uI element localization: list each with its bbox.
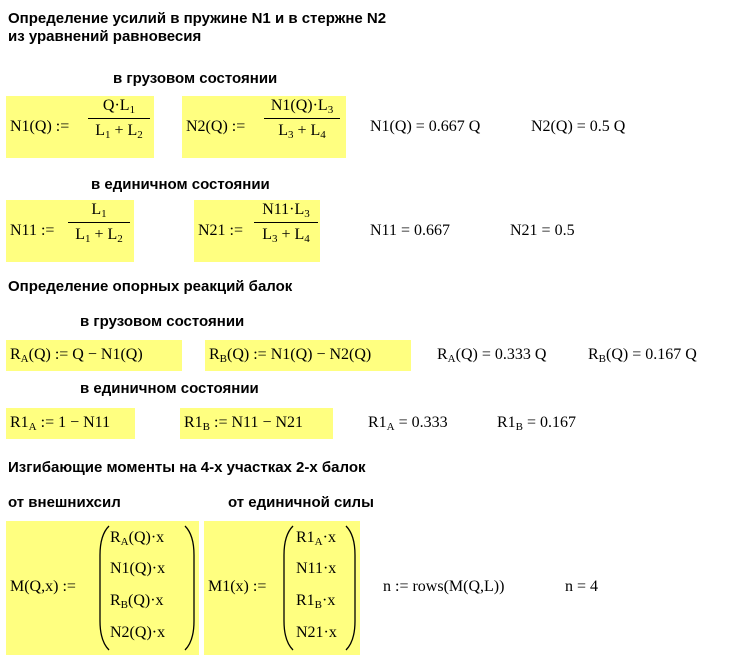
heading-unit-state-1: в единичном состоянии [91, 176, 270, 193]
n21-lhs: N21 := [198, 222, 244, 239]
m1-entry-3: R1B·x [296, 592, 336, 611]
n2-denominator: L3 + L4 [278, 122, 326, 141]
formula-r1a-def[interactable]: R1A := 1 − N11 [6, 408, 135, 439]
n11-denominator: L1 + L2 [75, 226, 123, 245]
r1b-def-text: R1B := N11 − N21 [184, 414, 304, 433]
n2-numerator: N1(Q)·L3 [270, 97, 334, 116]
formula-ra-def[interactable]: RA(Q) := Q − N1(Q) [6, 340, 182, 371]
m-entry-2: N1(Q)·x [110, 560, 166, 577]
n1-fraction: Q·L1 L1 + L2 [88, 96, 150, 141]
formula-n1-def[interactable]: N1(Q) := Q·L1 L1 + L2 [6, 96, 154, 158]
m1-entry-1: R1A·x [296, 529, 336, 548]
m-entry-3: RB(Q)·x [110, 592, 164, 611]
ra-def-text: RA(Q) := Q − N1(Q) [10, 346, 143, 365]
m-left-paren [99, 525, 110, 651]
n21-denominator: L3 + L4 [262, 226, 310, 245]
n21-numerator: N11·L3 [262, 201, 310, 220]
heading-load-state-1: в грузовом состоянии [113, 70, 278, 87]
formula-n2-def[interactable]: N2(Q) := N1(Q)·L3 L3 + L4 [182, 96, 346, 158]
formula-n11-def[interactable]: N11 := L1 L1 + L2 [6, 200, 134, 262]
m1-right-paren [345, 525, 356, 651]
formula-r1b-def[interactable]: R1B := N11 − N21 [180, 408, 333, 439]
n1-lhs: N1(Q) := [10, 118, 70, 135]
n2-result: N2(Q) = 0.5 Q [531, 118, 626, 135]
m1-entry-2: N11·x [296, 560, 337, 577]
heading-unit-force: от единичной силы [228, 494, 374, 511]
n-result: n = 4 [565, 578, 599, 595]
heading-forces-title: Определение усилий в пружине N1 и в стер… [8, 10, 387, 27]
heading-load-state-2: в грузовом состоянии [80, 313, 245, 330]
formula-m-def[interactable]: M(Q,x) := RA(Q)·x N1(Q)·x RB(Q)·x N2(Q)·… [6, 521, 199, 655]
m1-entry-4: N21·x [296, 624, 337, 641]
m-right-paren [184, 525, 195, 651]
n-rows-def[interactable]: n := rows(M(Q,L)) [383, 578, 505, 595]
n11-numerator: L1 [91, 201, 107, 220]
m-entry-1: RA(Q)·x [110, 529, 165, 548]
ra-result: RA(Q) = 0.333 Q [437, 346, 547, 365]
heading-external-forces: от внешнихсил [8, 494, 121, 511]
n2-fraction: N1(Q)·L3 L3 + L4 [264, 96, 340, 141]
n11-lhs: N11 := [10, 222, 55, 239]
n11-result: N11 = 0.667 [370, 222, 450, 239]
heading-reactions: Определение опорных реакций балок [8, 278, 293, 295]
n11-fraction: L1 L1 + L2 [68, 200, 130, 245]
r1a-def-text: R1A := 1 − N11 [10, 414, 111, 433]
rb-def-text: RB(Q) := N1(Q) − N2(Q) [209, 346, 372, 365]
heading-unit-state-2: в единичном состоянии [80, 380, 259, 397]
m-lhs: M(Q,x) := [10, 578, 76, 595]
m1-lhs: M1(x) := [208, 578, 267, 595]
n1-result: N1(Q) = 0.667 Q [370, 118, 481, 135]
m1-left-paren [283, 525, 294, 651]
n1-denominator: L1 + L2 [95, 122, 143, 141]
heading-moments: Изгибающие моменты на 4-х участках 2-х б… [8, 459, 366, 476]
n21-result: N21 = 0.5 [510, 222, 575, 239]
formula-n21-def[interactable]: N21 := N11·L3 L3 + L4 [194, 200, 320, 262]
r1a-result: R1A = 0.333 [368, 414, 448, 433]
m-entry-4: N2(Q)·x [110, 624, 166, 641]
formula-m1-def[interactable]: M1(x) := R1A·x N11·x R1B·x N21·x [204, 521, 360, 655]
heading-forces-subtitle: из уравнений равновесия [8, 28, 202, 45]
n21-fraction: N11·L3 L3 + L4 [254, 200, 318, 245]
n2-lhs: N2(Q) := [186, 118, 246, 135]
r1b-result: R1B = 0.167 [497, 414, 577, 433]
rb-result: RB(Q) = 0.167 Q [588, 346, 697, 365]
n1-numerator: Q·L1 [102, 97, 136, 116]
formula-rb-def[interactable]: RB(Q) := N1(Q) − N2(Q) [205, 340, 411, 371]
